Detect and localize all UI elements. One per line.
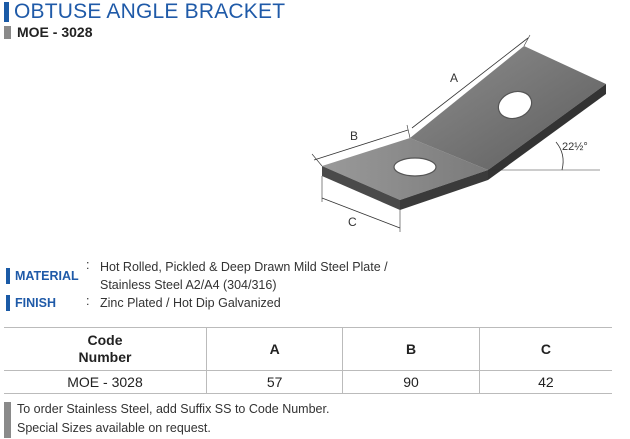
- notes-text: To order Stainless Steel, add Suffix SS …: [17, 400, 329, 438]
- cell-c: 42: [478, 370, 612, 394]
- notes-block: To order Stainless Steel, add Suffix SS …: [4, 400, 329, 438]
- label-b: B: [350, 129, 358, 143]
- code-block: MOE - 3028: [4, 24, 92, 40]
- spec-material-line-1: Hot Rolled, Pickled & Deep Drawn Mild St…: [100, 260, 388, 274]
- plate-a-edge-right: [488, 84, 606, 180]
- spec-finish-value: Zinc Plated / Hot Dip Galvanized: [100, 294, 281, 312]
- spec-finish-bar: [6, 295, 10, 311]
- spec-material: MATERIAL : Hot Rolled, Pickled & Deep Dr…: [6, 258, 388, 294]
- header-a: A: [205, 327, 344, 371]
- dim-a-line: [411, 37, 529, 129]
- spec-material-colon: :: [86, 258, 90, 272]
- dim-b-line: [313, 129, 409, 161]
- cell-b: 90: [342, 370, 480, 394]
- label-c: C: [348, 215, 357, 229]
- dim-a-ext-1: [406, 124, 411, 139]
- plate-b-edge-front: [322, 166, 400, 210]
- spec-material-value: Hot Rolled, Pickled & Deep Drawn Mild St…: [100, 258, 388, 294]
- title-accent-bar: [4, 2, 9, 22]
- label-a: A: [450, 71, 458, 85]
- spec-material-label: MATERIAL: [15, 269, 79, 283]
- spec-material-bar: [6, 268, 10, 284]
- spec-finish-colon: :: [86, 294, 90, 308]
- product-code: MOE - 3028: [17, 24, 93, 40]
- code-accent-bar: [4, 25, 11, 39]
- angle-arc: [555, 141, 564, 171]
- cell-a: 57: [205, 370, 344, 394]
- dim-b-ext-1: [311, 153, 323, 167]
- dim-c-line: [321, 197, 401, 229]
- dim-a-ext-2: [523, 34, 531, 47]
- table-row: MOE - 3028 57 90 42: [4, 370, 612, 394]
- notes-accent-bar: [4, 402, 11, 438]
- spec-material-line-2: Stainless Steel A2/A4 (304/316): [100, 278, 277, 292]
- header-b: B: [342, 327, 480, 371]
- angle-label: 22½°: [562, 141, 588, 153]
- plate-b-edge-right: [400, 170, 488, 210]
- title-block: OBTUSE ANGLE BRACKET: [4, 0, 285, 24]
- hole-b: [393, 157, 437, 177]
- note-special-sizes: Special Sizes available on request.: [17, 421, 211, 435]
- cell-code: MOE - 3028: [4, 370, 207, 394]
- spec-finish-line-1: Zinc Plated / Hot Dip Galvanized: [100, 296, 281, 310]
- spec-finish-label-wrap: FINISH: [6, 294, 86, 312]
- page-title: OBTUSE ANGLE BRACKET: [14, 0, 286, 23]
- spec-material-label-wrap: MATERIAL: [6, 258, 86, 294]
- header-c: C: [478, 327, 612, 371]
- spec-finish: FINISH : Zinc Plated / Hot Dip Galvanize…: [6, 294, 281, 312]
- note-stainless: To order Stainless Steel, add Suffix SS …: [17, 402, 330, 416]
- spec-finish-label: FINISH: [15, 296, 56, 310]
- hole-a: [497, 90, 533, 120]
- bracket-diagram: A B C 22½°: [311, 34, 606, 232]
